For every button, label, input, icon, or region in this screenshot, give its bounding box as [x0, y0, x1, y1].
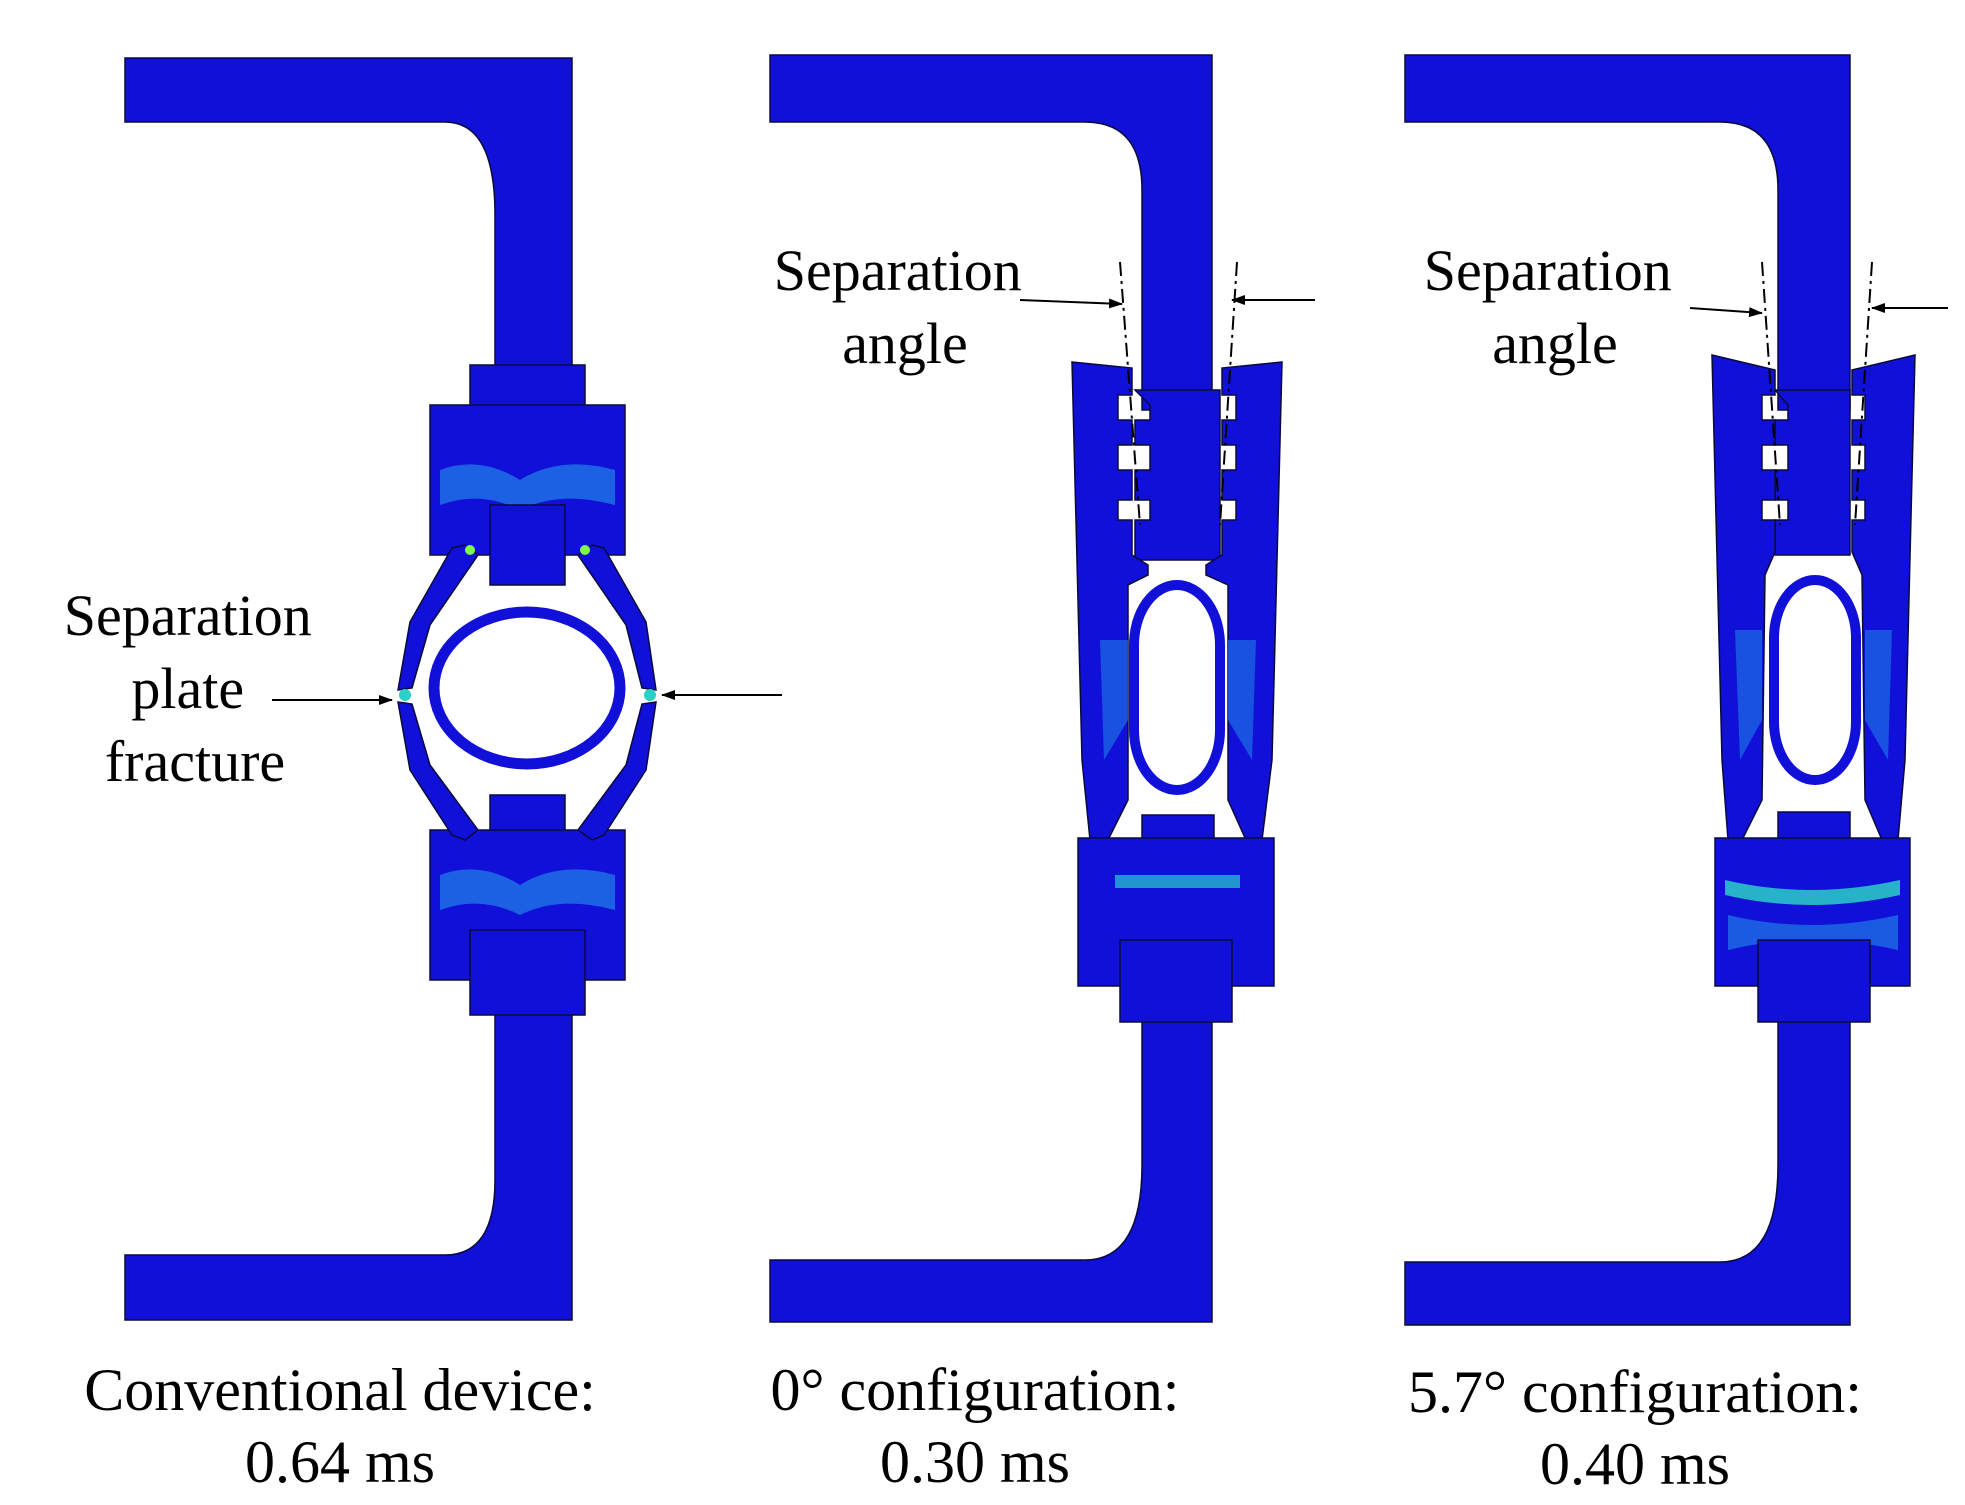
- left-sleeve: [1071, 361, 1149, 841]
- pressure-tube: [428, 606, 626, 770]
- pressure-tube: [1129, 580, 1225, 795]
- caption-line-1: 5.7° configuration:: [1408, 1359, 1862, 1425]
- lower-cap: [469, 929, 586, 1016]
- panel-five-seven-degree: Separation angle 5.7° configuration: 0.4…: [1404, 54, 1948, 1497]
- right-sleeve: [1205, 361, 1283, 841]
- arrow-left: [1019, 298, 1123, 309]
- lower-cap: [1757, 939, 1871, 1023]
- caption-line-1: 0° configuration:: [771, 1357, 1180, 1423]
- upper-piston: [489, 504, 566, 586]
- annotation-separation-plate-fracture: Separation plate fracture: [64, 583, 327, 794]
- panel-conventional: Separation plate fracture Conventional d…: [64, 57, 782, 1495]
- lower-cap: [1119, 939, 1233, 1023]
- arrow-left: [1689, 307, 1763, 318]
- left-sleeve: [1711, 354, 1776, 841]
- pressure-tube: [1769, 575, 1861, 785]
- annotation-line: Separation: [1424, 238, 1672, 303]
- annotation-line: Separation: [64, 583, 312, 648]
- caption-line-1: Conventional device:: [84, 1357, 596, 1423]
- notched-block: [1773, 389, 1851, 556]
- panel-zero-degree: Separation angle 0° configuration: 0.30 …: [769, 54, 1315, 1495]
- caption-line-2: 0.64 ms: [245, 1429, 435, 1495]
- upper-bracket: [769, 54, 1213, 411]
- annotation-line: plate: [131, 656, 244, 721]
- lower-bracket: [1404, 1009, 1851, 1326]
- annotation-line: angle: [1492, 311, 1618, 376]
- notched-block: [1133, 389, 1221, 561]
- lower-bracket: [769, 1009, 1213, 1323]
- annotation-line: fracture: [105, 729, 285, 794]
- annotation-separation-angle: Separation angle: [774, 238, 1037, 376]
- caption-line-2: 0.30 ms: [880, 1429, 1070, 1495]
- upper-bracket: [124, 57, 573, 381]
- upper-bracket: [1404, 54, 1851, 411]
- lower-bracket: [124, 999, 573, 1321]
- separation-plate-right: [576, 544, 657, 691]
- annotation-line: Separation: [774, 238, 1022, 303]
- annotation-line: angle: [842, 311, 968, 376]
- annotation-separation-angle: Separation angle: [1424, 238, 1687, 376]
- caption-line-2: 0.40 ms: [1540, 1431, 1730, 1497]
